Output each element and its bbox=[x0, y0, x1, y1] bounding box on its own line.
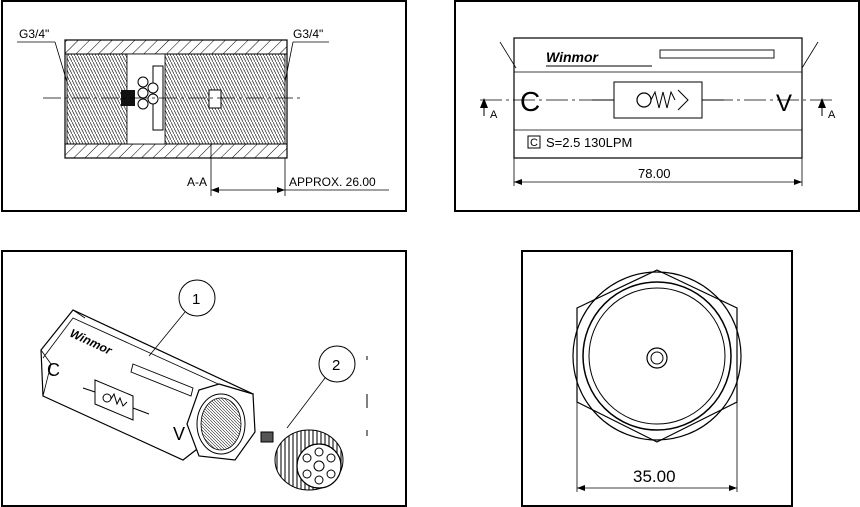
hex-outline bbox=[576, 269, 738, 443]
front-view-panel: Winmor A A C V C S=2.5 130LPM 78.00 bbox=[454, 0, 860, 212]
valve-symbol-iso-icon bbox=[102, 393, 112, 403]
thread-label-left: G3/4" bbox=[19, 27, 49, 41]
end-view-panel: 35.00 bbox=[521, 250, 793, 507]
section-view-panel: G3/4" G3/4" A-A APPROX. 26.00 bbox=[1, 0, 407, 212]
balloon-2 bbox=[318, 345, 356, 383]
balloon-1 bbox=[178, 279, 216, 317]
letter-v: V bbox=[776, 90, 792, 117]
iso-view-panel: Winmor C V 1 2 bbox=[1, 250, 407, 507]
section-view-drawing: G3/4" G3/4" A-A APPROX. 26.00 bbox=[17, 27, 389, 196]
balloon-2-label: 2 bbox=[332, 357, 340, 374]
letter-c-iso: C bbox=[47, 360, 60, 380]
spec-box-letter: C bbox=[530, 137, 538, 149]
thread-label-right: G3/4" bbox=[293, 27, 323, 41]
end-view-drawing: 35.00 bbox=[572, 269, 742, 492]
section-label: A-A bbox=[187, 175, 207, 189]
section-mark-right: A bbox=[828, 109, 836, 121]
width-dimension: 35.00 bbox=[633, 467, 676, 486]
iso-view-drawing: Winmor C V 1 2 bbox=[40, 279, 368, 491]
approx-dimension: APPROX. 26.00 bbox=[289, 175, 376, 189]
spec-text: S=2.5 130LPM bbox=[546, 135, 632, 150]
section-mark-left: A bbox=[490, 109, 498, 121]
brand-logo: Winmor bbox=[546, 49, 600, 65]
length-dimension: 78.00 bbox=[638, 166, 671, 181]
letter-v-iso: V bbox=[173, 424, 185, 444]
letter-c: C bbox=[520, 86, 540, 117]
front-view-drawing: Winmor A A C V C S=2.5 130LPM 78.00 bbox=[480, 37, 836, 186]
balloon-1-label: 1 bbox=[192, 291, 200, 308]
